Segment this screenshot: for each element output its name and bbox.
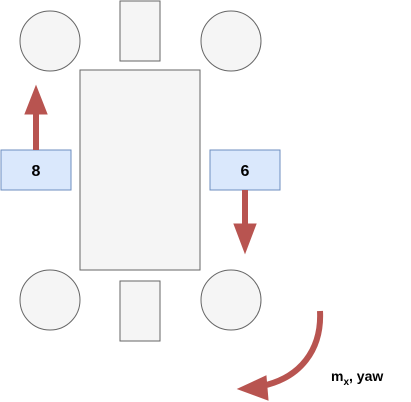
moment-label: mx, yaw <box>331 368 383 388</box>
left-thruster-box <box>0 149 72 191</box>
moment-symbol: m <box>331 368 343 384</box>
left-thruster-value: 8 <box>32 163 41 180</box>
yaw-moment-arrow-icon <box>236 310 324 401</box>
right-thruster-value: 6 <box>241 163 250 180</box>
moment-subscript: x <box>343 377 349 388</box>
right-thruster-box <box>209 149 281 191</box>
front-right-wheel <box>200 10 262 72</box>
right-thrust-arrow-down-icon <box>233 190 257 255</box>
front-left-wheel <box>19 10 81 72</box>
left-thrust-arrow-up-icon <box>24 84 48 150</box>
rear-sensor-block <box>119 280 161 342</box>
rear-right-wheel <box>200 269 262 331</box>
front-sensor-block <box>119 0 161 62</box>
rear-left-wheel <box>19 269 81 331</box>
vehicle-body <box>79 69 201 271</box>
moment-suffix: , yaw <box>349 368 383 384</box>
